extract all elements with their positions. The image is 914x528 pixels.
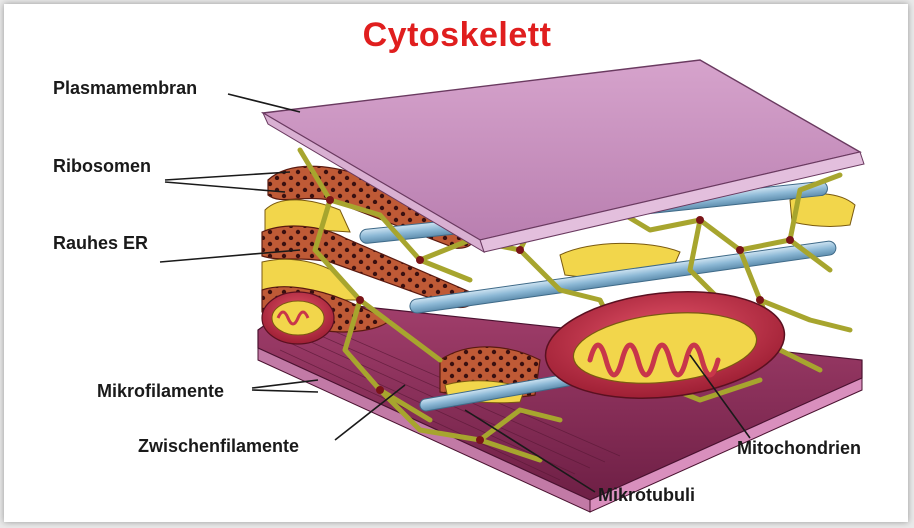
diagram-title: Cytoskelett bbox=[0, 16, 914, 55]
plasma-membrane bbox=[263, 60, 864, 252]
label-plasmamembran: Plasmamembran bbox=[53, 78, 197, 99]
label-zwischenfilamente: Zwischenfilamente bbox=[138, 436, 299, 457]
label-mitochondrien: Mitochondrien bbox=[737, 438, 861, 459]
label-rauhes-er: Rauhes ER bbox=[53, 233, 148, 254]
label-mikrotubuli: Mikrotubuli bbox=[598, 485, 695, 506]
label-ribosomen: Ribosomen bbox=[53, 156, 151, 177]
label-mikrofilamente: Mikrofilamente bbox=[97, 381, 224, 402]
